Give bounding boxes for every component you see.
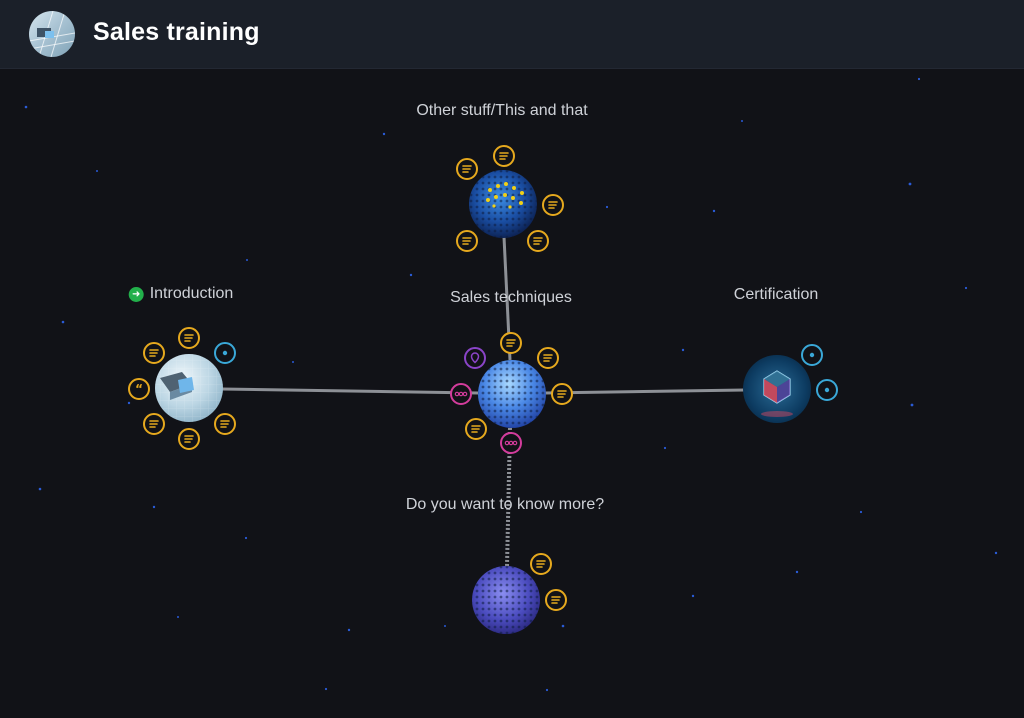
text-badge[interactable]	[214, 413, 236, 435]
text-badge[interactable]	[456, 230, 478, 252]
dot-circle-icon	[824, 387, 830, 393]
node-sales-techniques[interactable]	[478, 360, 546, 428]
text-lines-icon	[220, 420, 230, 428]
text-badge[interactable]	[551, 383, 573, 405]
text-badge[interactable]	[143, 413, 165, 435]
node-label-introduction-text: Introduction	[149, 285, 234, 302]
text-lines-icon	[551, 596, 561, 604]
link-sales-know-more	[505, 427, 512, 567]
ellipsis-icon	[454, 391, 468, 397]
text-badge[interactable]	[500, 332, 522, 354]
text-lines-icon	[499, 152, 509, 160]
location-pin-icon	[470, 352, 480, 364]
text-badge[interactable]	[465, 418, 487, 440]
text-lines-icon	[149, 420, 159, 428]
node-certification[interactable]	[743, 355, 811, 423]
ellipsis-icon	[504, 440, 518, 446]
location-badge[interactable]	[464, 347, 486, 369]
link-sales-certification	[544, 388, 746, 395]
text-lines-icon	[543, 354, 553, 362]
text-badge[interactable]	[456, 158, 478, 180]
course-avatar[interactable]	[29, 11, 75, 57]
text-lines-icon	[184, 334, 194, 342]
text-badge[interactable]	[178, 327, 200, 349]
text-badge[interactable]	[530, 553, 552, 575]
text-lines-icon	[506, 339, 516, 347]
text-lines-icon	[548, 201, 558, 209]
quote-icon: “	[135, 382, 143, 396]
star-field	[24, 77, 998, 692]
text-badges	[143, 145, 573, 611]
quote-badge[interactable]: “	[128, 378, 150, 400]
text-lines-icon	[533, 237, 543, 245]
link-badge[interactable]	[450, 383, 472, 405]
text-badge[interactable]	[493, 145, 515, 167]
arrow-right-icon: ➜	[128, 287, 144, 302]
node-label-know-more: Do you want to know more?	[405, 496, 605, 513]
node-other-stuff[interactable]	[469, 170, 537, 238]
text-lines-icon	[149, 349, 159, 357]
text-lines-icon	[557, 390, 567, 398]
text-badge[interactable]	[542, 194, 564, 216]
info-badge[interactable]	[801, 344, 823, 366]
app-header: Sales training	[0, 0, 1024, 68]
info-badge[interactable]	[816, 379, 838, 401]
node-label-introduction: ➜ Introduction	[128, 285, 234, 303]
link-intro-sales	[221, 387, 479, 395]
info-badge[interactable]	[214, 342, 236, 364]
page-title: Sales training	[93, 18, 260, 46]
node-introduction[interactable]	[155, 354, 223, 422]
dot-circle-icon	[222, 350, 228, 356]
node-label-other-stuff: Other stuff/This and that	[416, 102, 588, 119]
info-badges	[214, 342, 838, 401]
dot-circle-icon	[809, 352, 815, 358]
node-label-sales-techniques: Sales techniques	[450, 289, 572, 306]
text-lines-icon	[462, 237, 472, 245]
link-badges	[450, 383, 522, 454]
text-badge[interactable]	[537, 347, 559, 369]
text-lines-icon	[471, 425, 481, 433]
text-lines-icon	[462, 165, 472, 173]
node-label-certification: Certification	[733, 286, 819, 303]
text-badge[interactable]	[143, 342, 165, 364]
text-badge[interactable]	[178, 428, 200, 450]
text-badge[interactable]	[527, 230, 549, 252]
text-badge[interactable]	[545, 589, 567, 611]
text-lines-icon	[536, 560, 546, 568]
text-lines-icon	[184, 435, 194, 443]
link-badge[interactable]	[500, 432, 522, 454]
node-know-more[interactable]	[472, 566, 540, 634]
